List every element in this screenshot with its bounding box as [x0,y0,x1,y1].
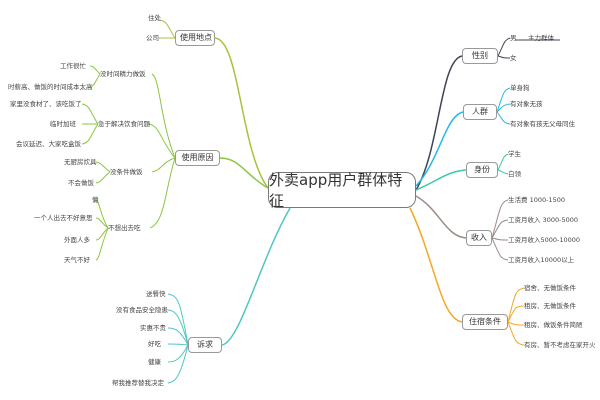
reason-group-3: 不想出去吃 [108,224,141,232]
income-3: 工资月收入10000以上 [508,256,575,264]
demand-0: 送餐快 [146,290,166,298]
living-2: 租房、做饭条件简陋 [524,321,583,329]
reason-group-1: 急于解决饮食问题 [98,120,150,128]
branch-reasons: 使用原因 [175,150,220,166]
reason-3-item-3: 天气不好 [64,256,90,264]
reason-1-item-2: 会议延迟、大家吃盒饭 [16,140,81,148]
demand-4: 健康 [148,358,161,366]
people-0: 单身狗 [510,84,530,92]
gender-0: 男 [510,34,517,42]
people-1: 有对象无孩 [510,100,543,108]
gender-1: 女 [510,54,517,62]
leaf-location-0: 住处 [148,14,161,22]
living-1: 租房、无做饭条件 [524,302,576,310]
reason-3-item-2: 外面人多 [64,236,90,244]
branch-demands: 诉求 [188,337,222,353]
reason-0-item-0: 工作很忙 [60,62,86,70]
demand-2: 实惠不贵 [140,324,166,332]
reason-1-item-0: 家里没食材了、该吃饭了 [10,100,82,108]
demand-1: 没有食品安全隐患 [116,306,168,314]
reason-2-item-0: 无厨房炊具 [64,158,97,166]
branch-location: 使用地点 [175,30,215,46]
living-0: 宿舍、无做饭条件 [524,284,576,292]
gender-note: 主力群体 [528,34,554,42]
reason-1-item-1: 临时加班 [50,120,76,128]
leaf-location-1: 公司 [146,34,159,42]
demand-3: 好吃 [148,340,161,348]
reason-0-item-1: 时薪高、做饭的时间成本太高 [8,83,93,91]
living-3: 有房、暂不考虑在家开火 [524,341,596,349]
identity-0: 学生 [508,150,521,158]
branch-identity: 身份 [466,162,498,178]
people-2: 有对象有孩无父母同住 [510,120,575,128]
reason-group-0: 没时间精力做饭 [100,70,146,78]
identity-1: 白领 [508,170,521,178]
demand-5: 帮我推荐替我决定 [112,379,164,387]
branch-people: 人群 [463,104,497,120]
branch-income: 收入 [466,230,492,246]
branch-gender: 性别 [462,48,498,64]
reason-2-item-1: 不会做饭 [68,179,94,187]
income-0: 生活费 1000-1500 [508,196,565,204]
income-2: 工资月收入5000-10000 [508,236,581,244]
branch-living: 住宿条件 [462,314,508,330]
reason-group-2: 没条件做饭 [110,168,143,176]
root-node: 外卖app用户群体特征 [268,171,416,210]
reason-3-item-1: 一个人出去不好意思 [34,214,93,222]
income-1: 工资月收入 3000-5000 [508,216,578,224]
reason-3-item-0: 懒 [92,196,99,204]
